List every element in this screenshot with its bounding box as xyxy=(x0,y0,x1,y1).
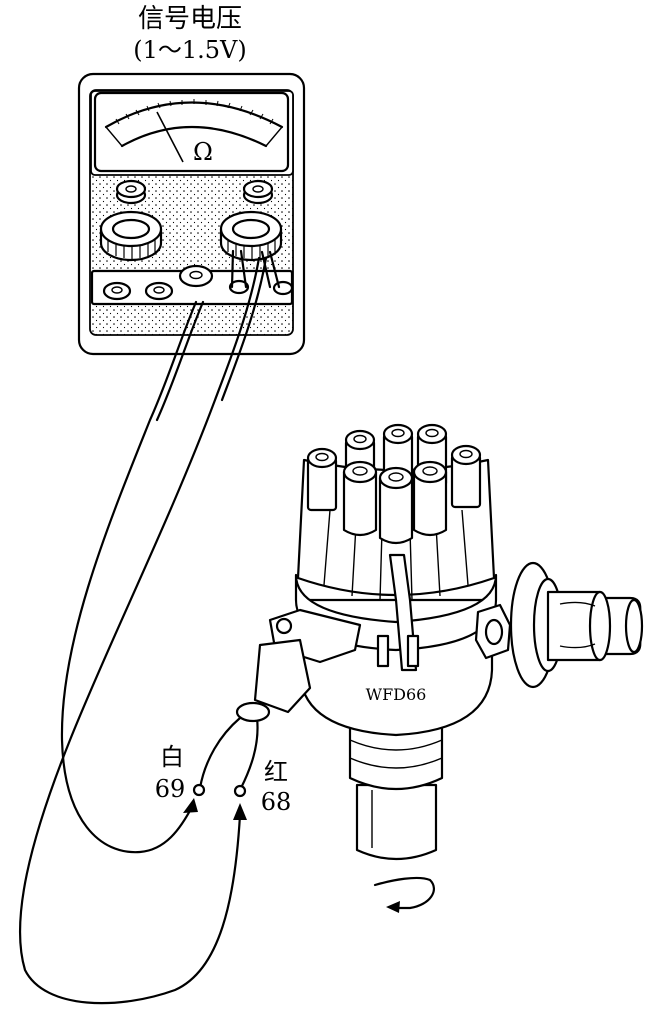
range-knob-left xyxy=(99,210,163,262)
cap-tower xyxy=(306,447,338,512)
terminal-white-number: 69 xyxy=(155,775,186,803)
wire-white xyxy=(198,716,242,790)
dial-symbol: Ω xyxy=(193,138,213,166)
terminal-white-color: 白 xyxy=(160,743,184,771)
cap-tower xyxy=(342,460,378,537)
adjust-knob-left xyxy=(115,179,147,205)
terminal-white[interactable] xyxy=(192,783,206,797)
meter-dial xyxy=(93,91,290,173)
jack-socket xyxy=(228,279,250,295)
cap-tower xyxy=(412,460,448,537)
terminal-red-number: 68 xyxy=(261,788,292,816)
test-lead-white xyxy=(60,300,205,854)
vacuum-advance xyxy=(509,561,644,689)
model-label: WFD66 xyxy=(366,685,427,704)
cap-tower xyxy=(378,466,414,545)
title: 信号电压 xyxy=(138,4,242,34)
jack-socket xyxy=(178,264,214,288)
rotation-arrow xyxy=(373,876,435,910)
jack-socket xyxy=(272,280,294,296)
harness-connector xyxy=(235,608,362,723)
subtitle: (1～1.5V) xyxy=(133,36,247,64)
wire-red xyxy=(239,716,259,790)
terminal-red-color: 红 xyxy=(264,758,288,786)
jack-socket xyxy=(144,281,174,301)
meter-needle xyxy=(156,111,184,163)
cap-tower xyxy=(450,444,482,509)
test-lead-red xyxy=(18,256,268,1005)
jack-socket xyxy=(102,281,132,301)
distributor: WFD66 xyxy=(235,423,644,861)
distributor-shaft xyxy=(355,783,438,861)
terminal-red[interactable] xyxy=(233,784,247,798)
range-knob-right xyxy=(219,210,283,262)
multimeter: Ω xyxy=(77,72,306,356)
adjust-knob-right xyxy=(242,179,274,205)
